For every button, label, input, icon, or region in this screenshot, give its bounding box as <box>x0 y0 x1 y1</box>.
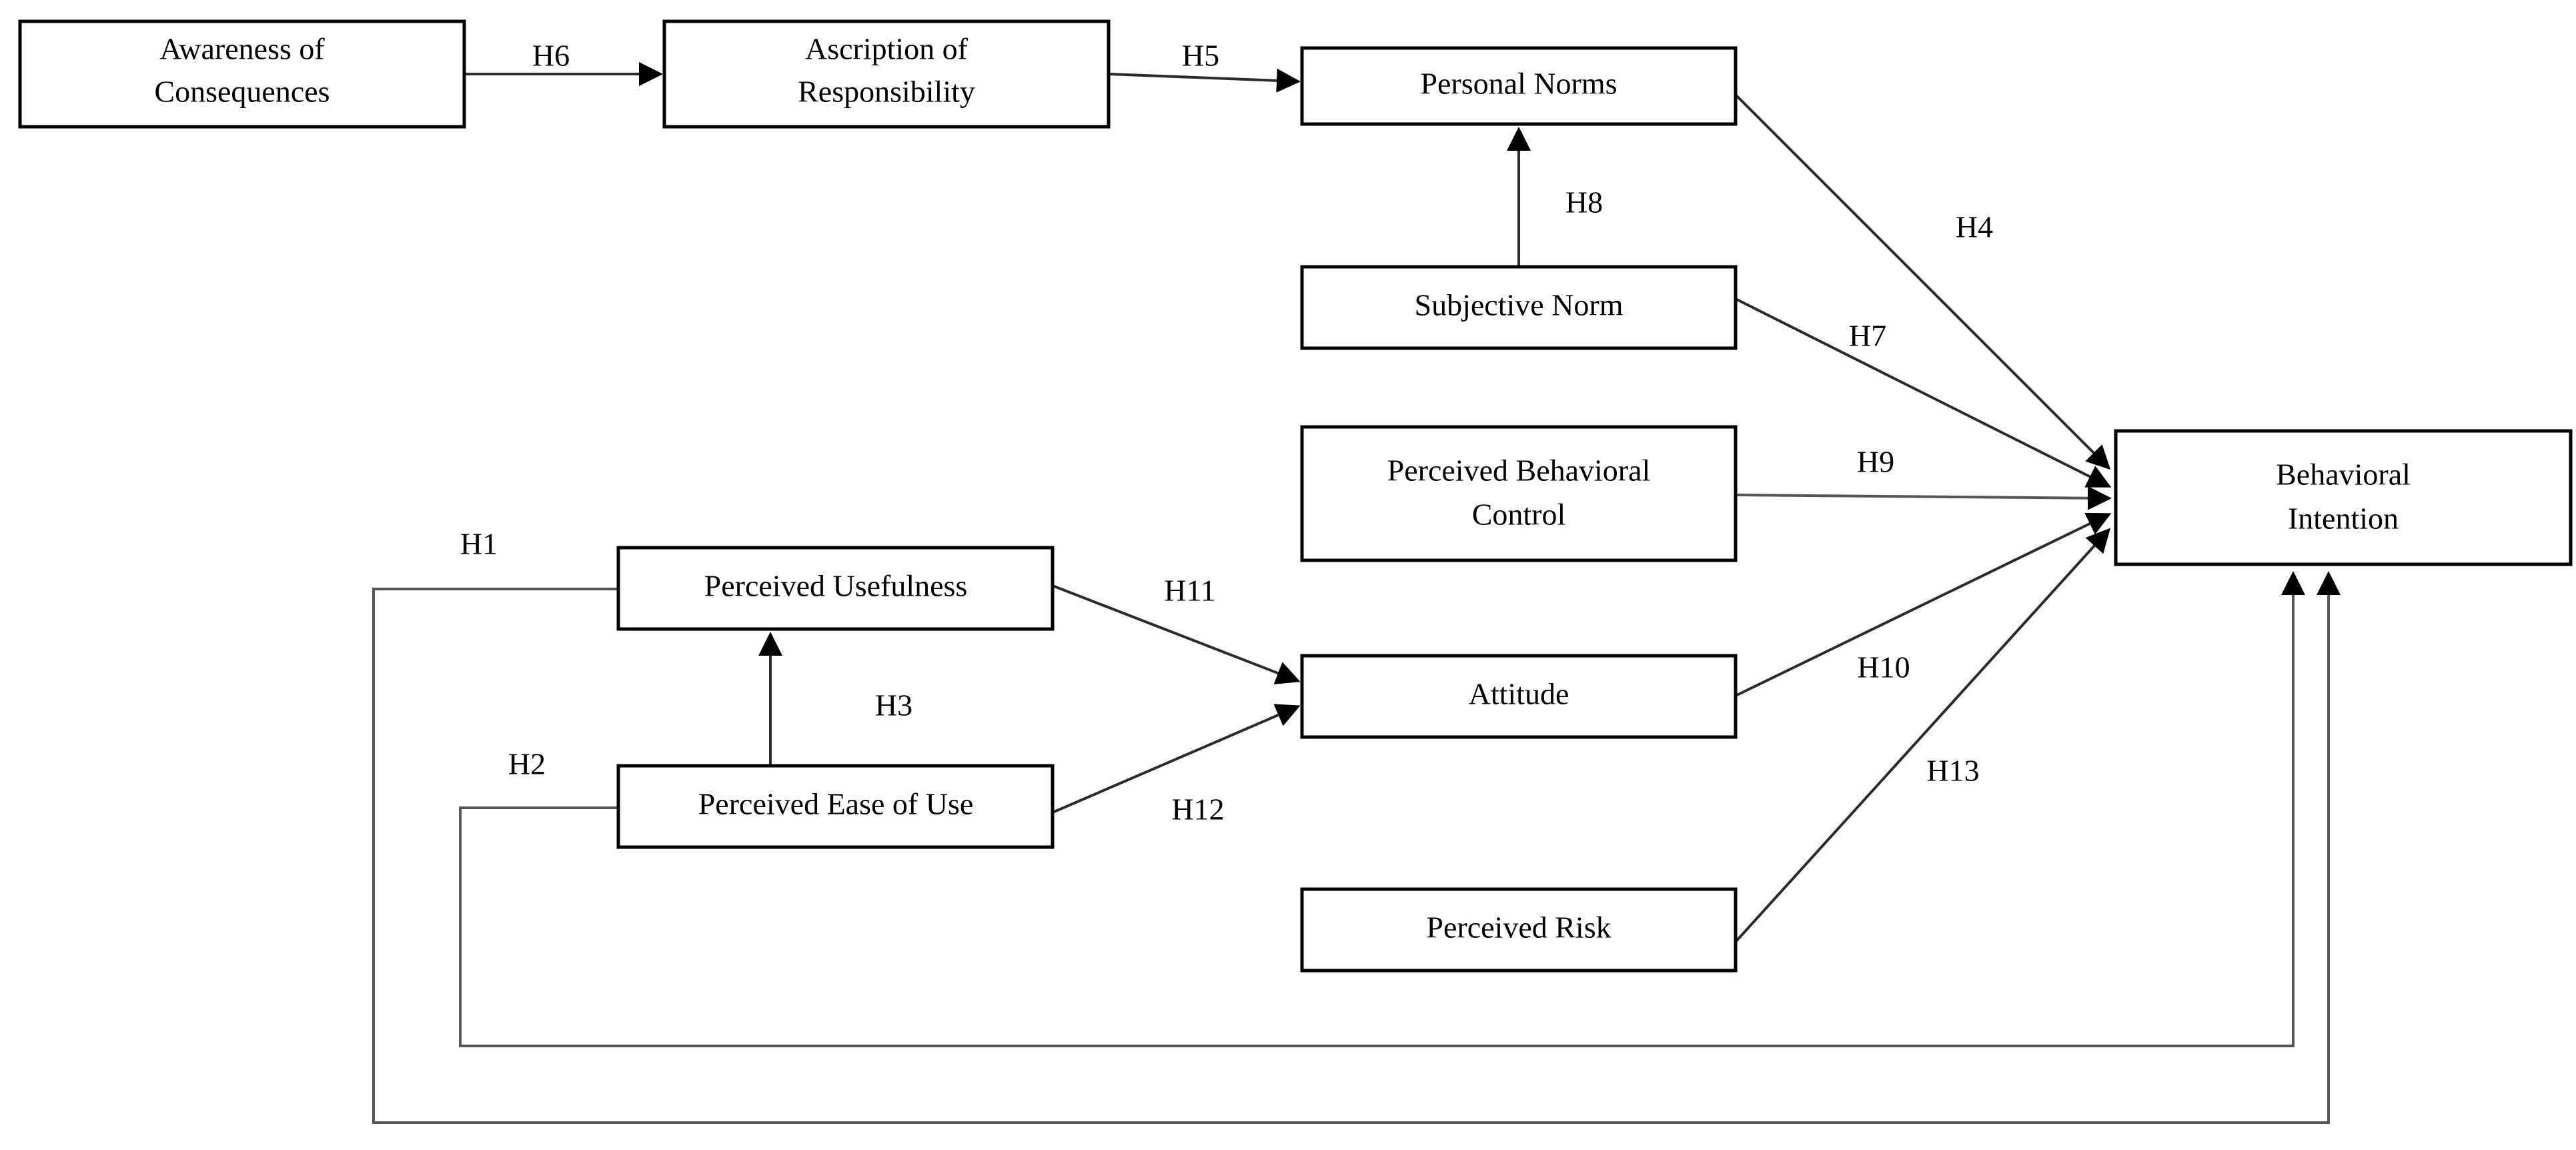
edge-H5: H5 <box>1108 39 1301 93</box>
edge-H10: H10 <box>1735 512 2112 697</box>
edge-H8: H8 <box>1507 127 1603 267</box>
node-perceived-ease-of-use[interactable]: Perceived Ease of Use <box>616 764 1055 849</box>
node-label-perceived-usefulness: Perceived Usefulness <box>704 569 968 603</box>
node-label-ascription-line1: Ascription of <box>805 32 969 66</box>
node-perceived-behavioral-control[interactable]: Perceived Behavioral Control <box>1300 425 1738 562</box>
edge-label-H12: H12 <box>1171 792 1224 826</box>
edge-H2: H2 <box>459 571 2305 1047</box>
edge-label-H7: H7 <box>1849 319 1886 353</box>
edge-label-H8: H8 <box>1565 185 1603 219</box>
edge-H9: H9 <box>1735 445 2112 510</box>
node-subjective-norm[interactable]: Subjective Norm <box>1300 265 1738 350</box>
node-label-perceived-ease-of-use: Perceived Ease of Use <box>698 787 974 821</box>
node-label-pbc-line2: Control <box>1472 498 1566 532</box>
node-label-subjective-norm: Subjective Norm <box>1415 288 1624 322</box>
edge-label-H13: H13 <box>1926 754 1979 788</box>
edge-H11: H11 <box>1052 574 1301 684</box>
node-label-awareness-line2: Consequences <box>154 75 330 109</box>
edge-label-H4: H4 <box>1956 210 1993 244</box>
node-label-attitude: Attitude <box>1469 677 1569 711</box>
edge-label-H3: H3 <box>875 688 912 722</box>
node-label-personal-norms: Personal Norms <box>1420 67 1617 101</box>
edge-H6: H6 <box>464 39 663 86</box>
node-label-pbc-line1: Perceived Behavioral <box>1387 454 1651 488</box>
node-perceived-risk[interactable]: Perceived Risk <box>1300 887 1738 973</box>
node-attitude[interactable]: Attitude <box>1300 654 1738 739</box>
edge-label-H11: H11 <box>1164 574 1216 608</box>
node-label-intention-line1: Behavioral <box>2276 458 2411 492</box>
node-label-intention-line2: Intention <box>2288 502 2399 536</box>
edge-H3: H3 <box>758 632 912 766</box>
edge-H12: H12 <box>1052 704 1301 826</box>
node-personal-norms[interactable]: Personal Norms <box>1300 46 1738 126</box>
edge-H7: H7 <box>1735 298 2112 488</box>
node-perceived-usefulness[interactable]: Perceived Usefulness <box>616 546 1055 631</box>
edge-H13: H13 <box>1734 528 2111 943</box>
node-awareness-of-consequences[interactable]: Awareness of Consequences <box>18 19 466 129</box>
edge-label-H6: H6 <box>532 39 570 73</box>
edge-label-H9: H9 <box>1857 445 1894 479</box>
node-behavioral-intention[interactable]: Behavioral Intention <box>2114 429 2573 566</box>
edge-label-H1: H1 <box>460 527 498 561</box>
node-label-perceived-risk: Perceived Risk <box>1426 911 1611 945</box>
edge-label-H5: H5 <box>1182 39 1219 73</box>
edge-label-H2: H2 <box>508 747 546 781</box>
node-label-awareness-line1: Awareness of <box>159 32 325 66</box>
node-label-ascription-line2: Responsibility <box>798 75 975 109</box>
node-ascription-of-responsibility[interactable]: Ascription of Responsibility <box>662 19 1111 129</box>
edge-label-H10: H10 <box>1857 650 1910 684</box>
edge-H1: H1 <box>372 527 2341 1124</box>
edge-H4: H4 <box>1734 93 2111 470</box>
